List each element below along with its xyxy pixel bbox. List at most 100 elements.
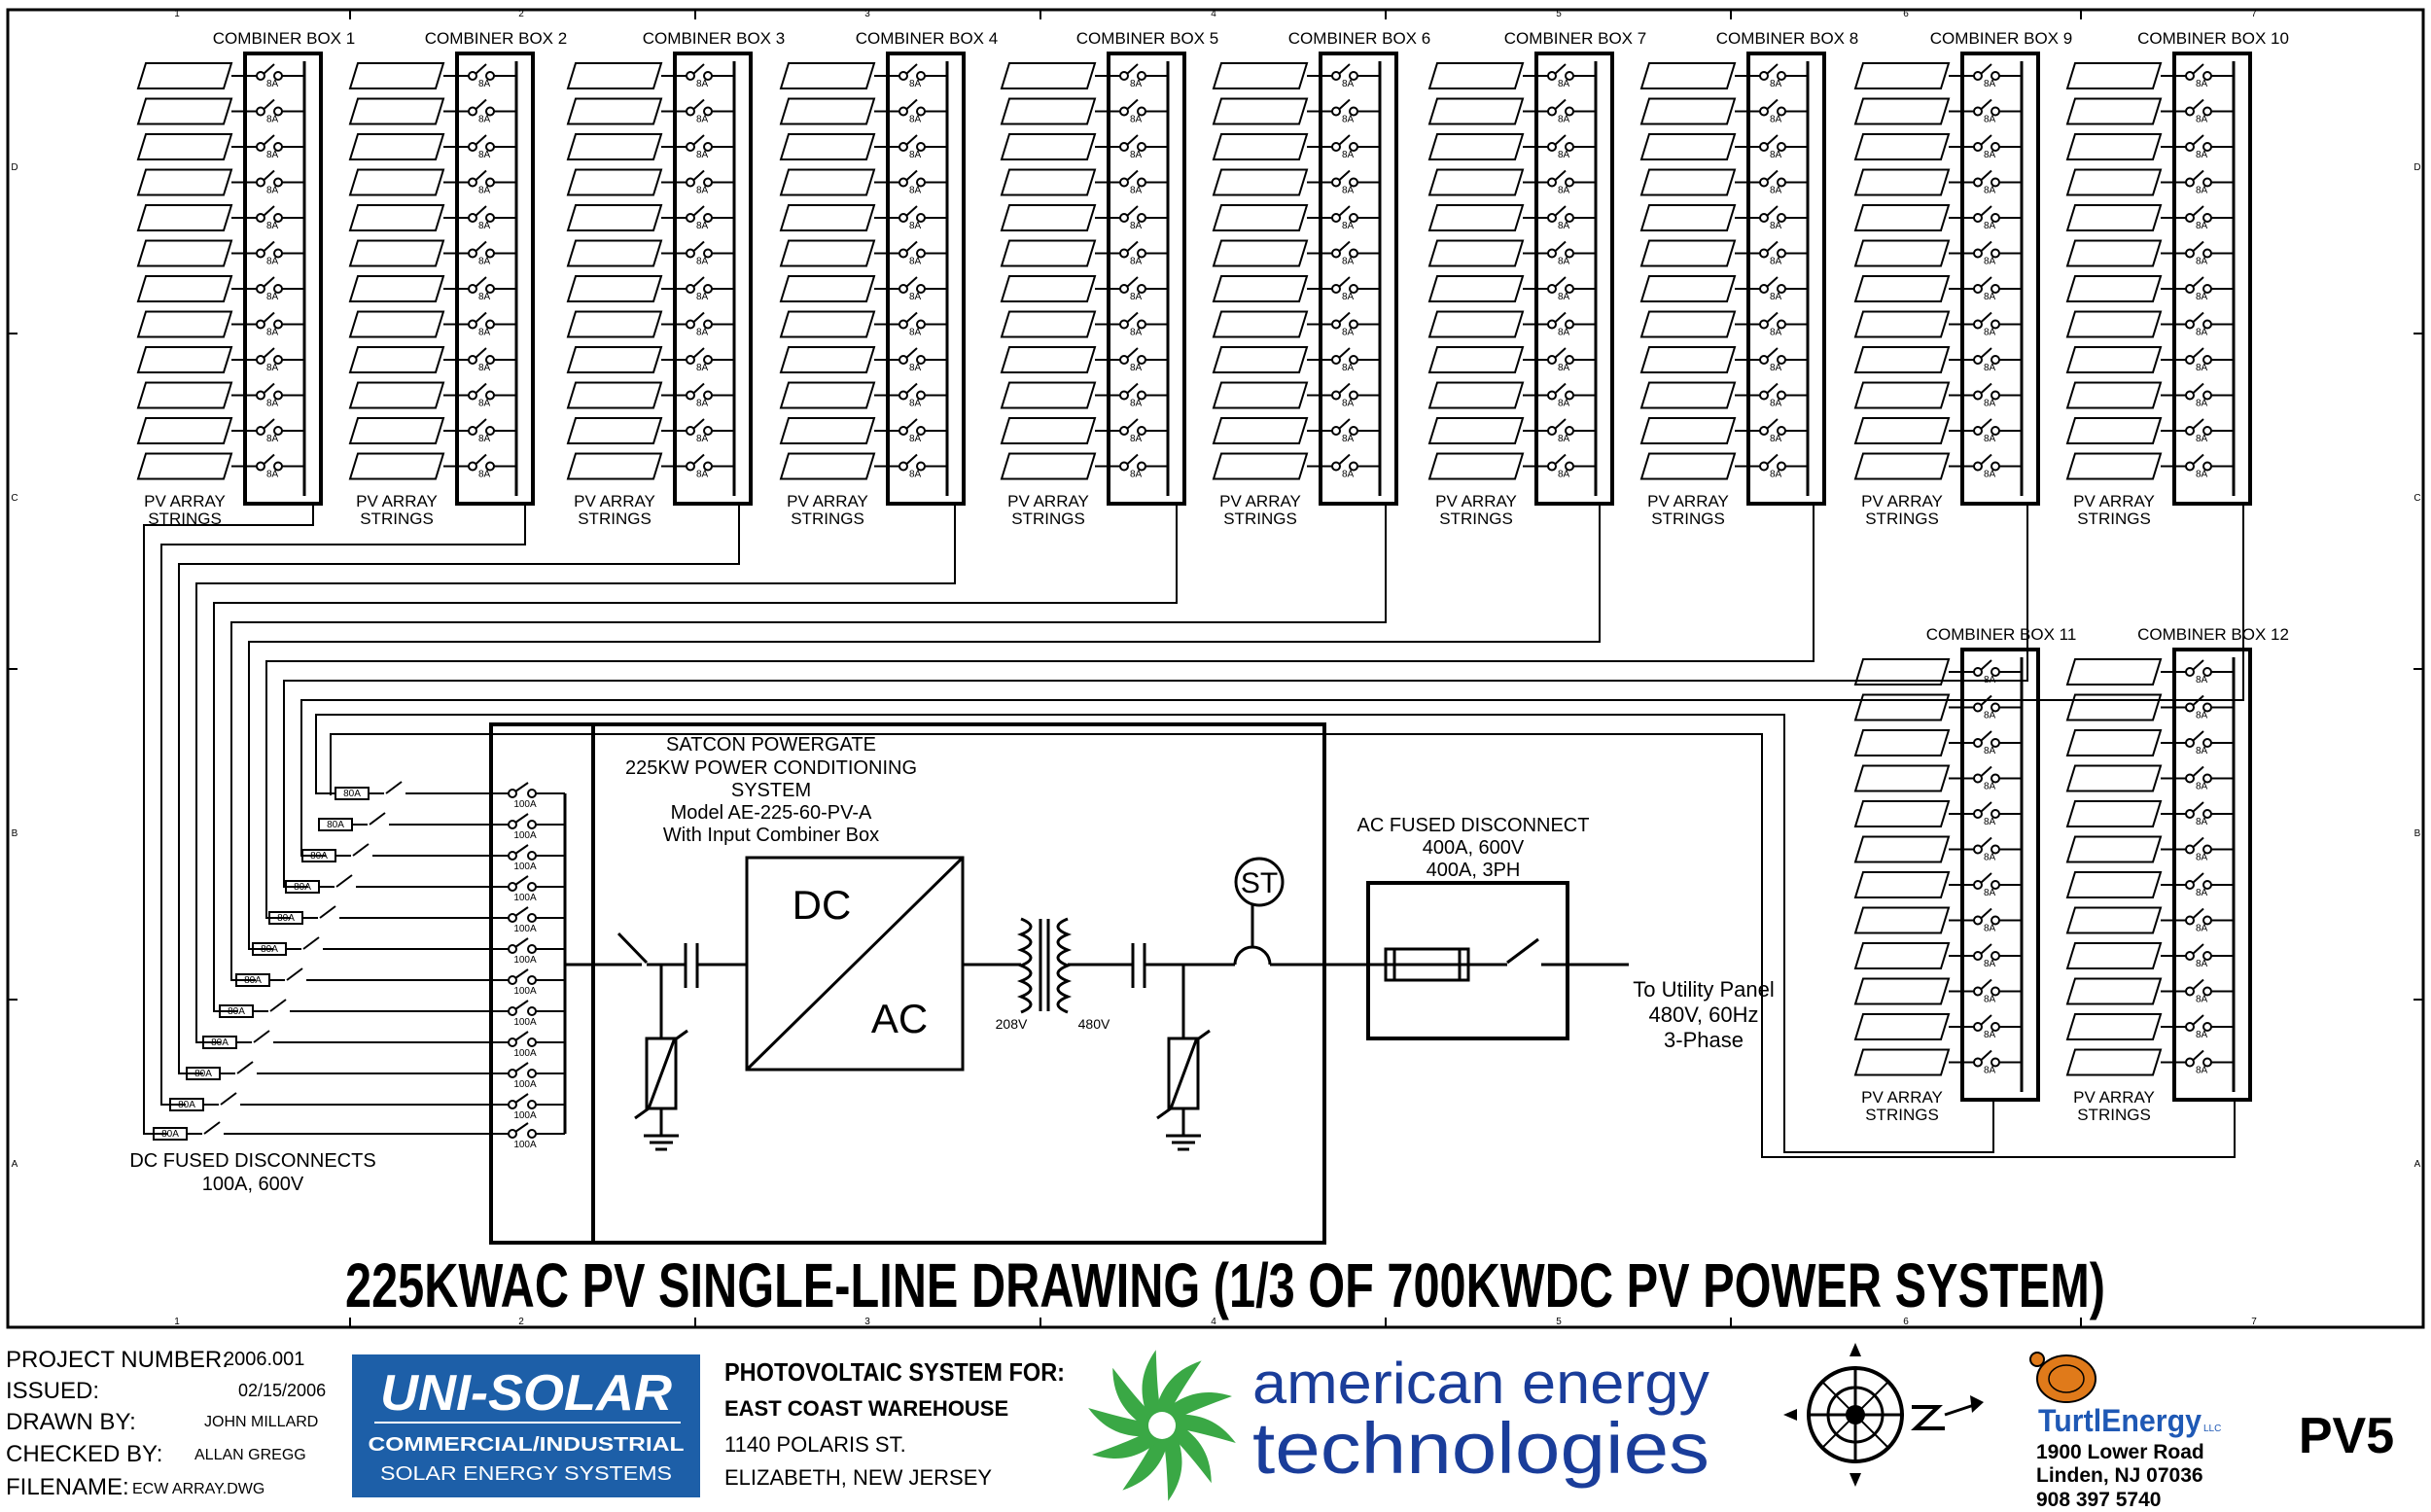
string-fuse-icon — [2173, 872, 2234, 890]
combiner-box-label: COMBINER BOX 12 — [2137, 625, 2289, 644]
string-fuse-icon — [1961, 730, 2022, 748]
string-fuse-icon — [1108, 418, 1168, 436]
string-fuse-rating: 8A — [1342, 470, 1355, 480]
string-fuse-icon — [1961, 63, 2022, 81]
pv-array-string-icon — [1854, 764, 1950, 792]
drawn-by-value: JOHN MILLARD — [204, 1414, 318, 1430]
combiner-box-label: COMBINER BOX 8 — [1716, 29, 1858, 48]
string-fuse-icon — [2173, 98, 2234, 117]
pv-array-string-icon — [1854, 452, 1950, 480]
disconnect-switch — [253, 1030, 270, 1043]
string-fuse-icon — [1108, 240, 1168, 259]
string-fuse-rating: 8A — [1770, 79, 1782, 89]
input-fuse-rating: 100A — [513, 861, 537, 872]
string-fuse-icon — [2173, 836, 2234, 855]
pv-array-string-icon — [1428, 133, 1524, 160]
pv-array-string-icon — [567, 452, 662, 480]
disconnect-switch — [203, 1121, 221, 1135]
string-fuse-icon — [1961, 943, 2022, 961]
string-fuse-icon — [1320, 169, 1380, 188]
string-fuse-icon — [1108, 347, 1168, 365]
string-fuse-rating: 8A — [2196, 221, 2208, 231]
string-fuse-icon — [1535, 382, 1596, 401]
string-fuse-icon — [244, 418, 304, 436]
string-fuse-icon — [1747, 276, 1808, 294]
combiner-box-label: COMBINER BOX 9 — [1930, 29, 2072, 48]
string-fuse-rating: 8A — [1770, 363, 1782, 373]
string-fuse-icon — [456, 418, 516, 436]
pv-array-string-icon — [1001, 62, 1096, 89]
string-fuse-rating: 8A — [266, 434, 279, 444]
string-fuse-rating: 8A — [2196, 257, 2208, 267]
feeder-cable — [330, 733, 2236, 1158]
combiner-enclosure — [886, 52, 966, 506]
string-fuse-rating: 8A — [696, 363, 709, 373]
pv-array-string-icon — [1854, 835, 1950, 863]
unisolar-logo — [352, 1354, 700, 1497]
filename-value: ECW ARRAY.DWG — [132, 1481, 264, 1497]
string-fuse-rating: 8A — [266, 257, 279, 267]
string-fuse-rating: 8A — [2196, 888, 2208, 898]
unisolar-wordmark: UNI-SOLAR — [380, 1365, 672, 1422]
sheet-id: PV5 — [2299, 1408, 2394, 1464]
disconnect-fuse-rating: 80A — [310, 851, 328, 861]
string-fuse-rating: 8A — [266, 186, 279, 196]
pv-array-string-icon — [780, 239, 875, 267]
string-fuse-icon — [244, 169, 304, 188]
pv-array-string-icon — [1001, 346, 1096, 373]
feeder-cable — [143, 504, 314, 1135]
project-number-label: PROJECT NUMBER: — [6, 1347, 229, 1373]
pv-array-string-icon — [1213, 346, 1308, 373]
string-fuse-rating: 8A — [696, 221, 709, 231]
string-fuse-rating: 8A — [1342, 363, 1355, 373]
input-fuse-rating: 100A — [513, 1079, 537, 1090]
string-fuse-rating: 8A — [1130, 363, 1143, 373]
combiner-box-label: COMBINER BOX 6 — [1288, 29, 1430, 48]
string-fuse-rating: 8A — [2196, 1066, 2208, 1076]
pv-array-string-icon — [1213, 310, 1308, 338]
pv-array-string-icon — [2066, 452, 2162, 480]
string-fuse-rating: 8A — [1984, 924, 1996, 934]
string-fuse-icon — [1961, 659, 2022, 677]
string-fuse-icon — [2173, 311, 2234, 330]
pv-array-string-icon — [1001, 310, 1096, 338]
pcs-rating: 225KW POWER CONDITIONING — [625, 757, 917, 779]
string-fuse-icon — [1747, 169, 1808, 188]
pv-array-string-icon — [1001, 204, 1096, 231]
pv-array-string-icon — [1213, 168, 1308, 196]
string-fuse-rating: 8A — [2196, 399, 2208, 409]
ac-disconnect-enclosure — [1366, 881, 1569, 1040]
string-fuse-icon — [1320, 240, 1380, 259]
feeder-cable — [265, 504, 1814, 919]
string-fuse-icon — [2173, 907, 2234, 926]
string-fuse-rating: 8A — [1984, 150, 1996, 160]
dc-switch — [617, 932, 649, 965]
string-fuse-rating: 8A — [2196, 959, 2208, 969]
string-fuse-icon — [1108, 169, 1168, 188]
string-fuse-rating: 8A — [266, 221, 279, 231]
string-fuse-icon — [2173, 453, 2234, 472]
pv-array-string-icon — [567, 417, 662, 444]
string-fuse-rating: 8A — [1770, 150, 1782, 160]
string-fuse-icon — [244, 311, 304, 330]
string-fuse-icon — [1747, 63, 1808, 81]
string-fuse-icon — [1747, 453, 1808, 472]
string-fuse-rating: 8A — [1130, 470, 1143, 480]
combiner-enclosure — [2172, 52, 2252, 506]
transformer-secondary-voltage: 480V — [1078, 1016, 1110, 1032]
combiner-box-11: COMBINER BOX 118A8A8A8A8A8A8A8A8A8A8A8AP… — [1854, 625, 2076, 1124]
string-fuse-rating: 8A — [696, 150, 709, 160]
string-fuse-icon — [1961, 1014, 2022, 1032]
string-fuse-icon — [1961, 276, 2022, 294]
combiner-box-5: COMBINER BOX 58A8A8A8A8A8A8A8A8A8A8A8APV… — [1001, 29, 1218, 528]
string-fuse-icon — [1108, 382, 1168, 401]
issued-value: 02/15/2006 — [238, 1381, 326, 1400]
string-fuse-rating: 8A — [1984, 115, 1996, 125]
string-fuse-icon — [1108, 205, 1168, 223]
string-fuse-icon — [674, 311, 734, 330]
pv-array-string-icon — [1854, 97, 1950, 125]
string-fuse-icon — [1961, 169, 2022, 188]
